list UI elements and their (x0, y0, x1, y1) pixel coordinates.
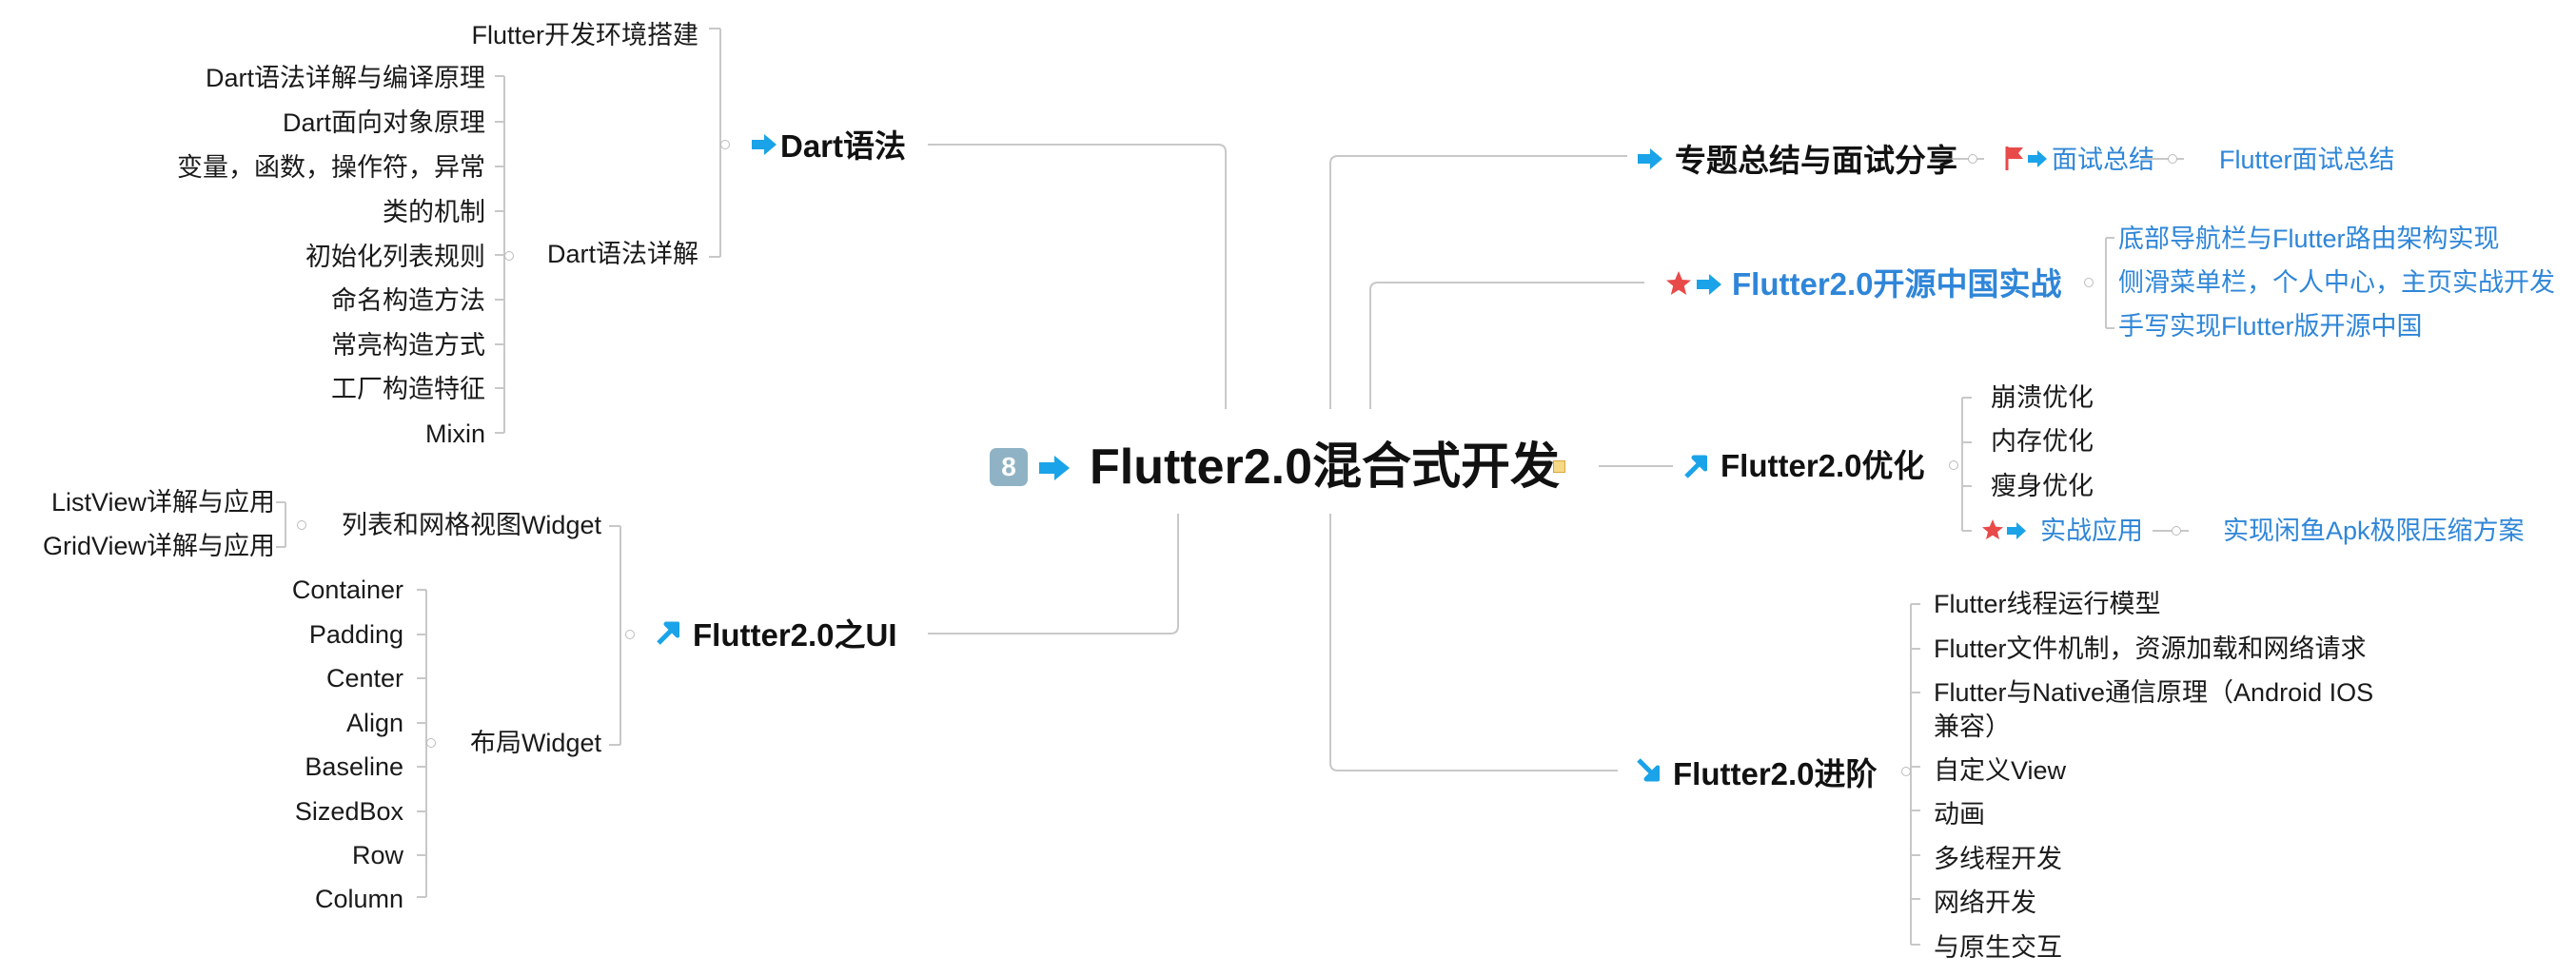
list-item[interactable]: 自定义View (1934, 756, 2067, 785)
collapse-toggle[interactable] (426, 738, 436, 748)
list-item[interactable]: 动画 (1934, 800, 1985, 829)
list-item[interactable]: Padding (308, 620, 403, 649)
list-item[interactable]: 类的机制 (383, 198, 485, 226)
collapse-toggle[interactable] (720, 140, 730, 149)
list-item[interactable]: Dart面向对象原理 (282, 108, 485, 137)
count-badge: 8 (990, 448, 1028, 486)
arrow-down-right-icon (1635, 758, 1661, 788)
list-item[interactable]: 常亮构造方式 (331, 331, 485, 360)
list-item[interactable]: SizedBox (294, 797, 403, 826)
central-topic[interactable]: Flutter2.0混合式开发 (1090, 439, 1561, 495)
list-item[interactable]: Mixin (424, 420, 485, 448)
node-env-setup[interactable]: Flutter开发环境搭建 (471, 21, 698, 49)
branch-flutter-ui[interactable]: Flutter2.0之UI (693, 617, 897, 653)
list-item[interactable]: Container (291, 576, 403, 604)
node-flutter-interview-summary[interactable]: Flutter面试总结 (2219, 146, 2395, 174)
collapse-toggle[interactable] (504, 251, 514, 261)
node-interview-summary[interactable]: 面试总结 (2052, 146, 2154, 174)
arrow-right-icon (2027, 149, 2048, 173)
list-item[interactable]: 内存优化 (1991, 427, 2094, 456)
list-item[interactable]: 与原生交互 (1934, 933, 2062, 962)
list-item[interactable]: Flutter线程运行模型 (1934, 590, 2161, 618)
list-item[interactable]: 瘦身优化 (1991, 472, 2094, 500)
list-item[interactable]: Align (345, 709, 403, 737)
list-item[interactable]: 工厂构造特征 (331, 375, 485, 403)
node-layout-widget[interactable]: 布局Widget (469, 729, 601, 757)
list-item[interactable]: GridView详解与应用 (42, 532, 275, 560)
list-item[interactable]: 变量，函数，操作符，异常 (177, 153, 485, 182)
collapse-toggle[interactable] (625, 630, 635, 639)
list-item[interactable]: Center (325, 664, 403, 693)
collapse-toggle[interactable] (1901, 767, 1911, 776)
arrow-right-icon (1037, 454, 1072, 487)
list-item[interactable]: ListView详解与应用 (50, 488, 275, 517)
collapse-toggle[interactable] (2084, 278, 2094, 287)
note-icon[interactable] (1553, 460, 1565, 473)
list-item[interactable]: Baseline (305, 752, 403, 781)
list-item[interactable]: 多线程开发 (1934, 845, 2062, 873)
list-item[interactable]: Flutter与Native通信原理（Android IOS (1934, 678, 2374, 707)
list-item[interactable]: Flutter文件机制，资源加载和网络请求 (1934, 634, 2367, 663)
node-list-grid-widget[interactable]: 列表和网格视图Widget (341, 511, 601, 539)
branch-flutter-advanced[interactable]: Flutter2.0进阶 (1673, 756, 1878, 791)
list-item[interactable]: Column (314, 885, 403, 913)
list-item[interactable]: 初始化列表规则 (305, 243, 485, 271)
list-item[interactable]: 侧滑菜单栏，个人中心，主页实战开发 (2118, 268, 2555, 297)
list-item[interactable]: 崩溃优化 (1991, 383, 2094, 412)
arrow-up-right-icon (1682, 454, 1708, 483)
collapse-toggle[interactable] (1949, 460, 1958, 470)
node-dart-detail[interactable]: Dart语法详解 (546, 240, 698, 268)
list-item[interactable]: 网络开发 (1934, 888, 2036, 917)
list-item[interactable]: 手写实现Flutter版开源中国 (2118, 312, 2423, 341)
arrow-right-icon (1696, 273, 1722, 301)
branch-summary-interview[interactable]: 专题总结与面试分享 (1675, 143, 1957, 178)
list-item[interactable]: Dart语法详解与编译原理 (205, 64, 485, 92)
branch-flutter-optimize[interactable]: Flutter2.0优化 (1721, 448, 1925, 483)
list-item[interactable]: 底部导航栏与Flutter路由架构实现 (2118, 224, 2500, 253)
arrow-right-icon (2006, 521, 2027, 545)
collapse-toggle[interactable] (1968, 154, 1977, 164)
star-icon (1981, 518, 2004, 546)
branch-oschina-practice[interactable]: Flutter2.0开源中国实战 (1732, 266, 2062, 302)
collapse-toggle[interactable] (2172, 526, 2181, 536)
collapse-toggle[interactable] (297, 520, 306, 530)
collapse-toggle[interactable] (2168, 154, 2177, 164)
node-practice-apply[interactable]: 实战应用 (2040, 517, 2143, 545)
list-item[interactable]: 命名构造方法 (331, 286, 485, 315)
node-xianyu-apk-compress[interactable]: 实现闲鱼Apk极限压缩方案 (2223, 517, 2525, 545)
star-icon (1665, 270, 1692, 302)
arrow-right-icon (1637, 147, 1663, 175)
flag-icon (2004, 145, 2025, 176)
list-item[interactable]: Row (351, 841, 403, 869)
arrow-up-right-icon (655, 620, 680, 650)
arrow-right-icon (751, 133, 777, 161)
list-item[interactable]: 兼容） (1934, 712, 2011, 741)
branch-dart-syntax[interactable]: Dart语法 (780, 128, 907, 164)
